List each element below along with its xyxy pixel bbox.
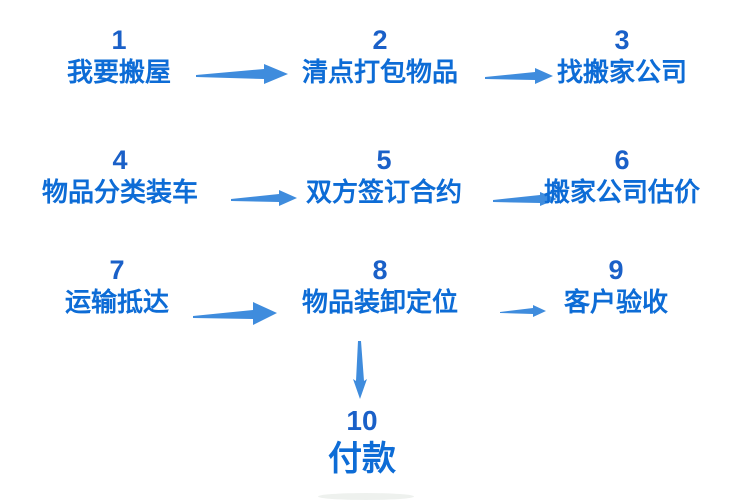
right-arrow-icon (493, 192, 557, 206)
step-label: 物品装卸定位 (301, 287, 459, 317)
flow-step-8: 8 物品装卸定位 (302, 254, 458, 317)
flow-step-1: 1 我要搬屋 (67, 24, 171, 87)
flow-step-5: 5 双方签订合约 (306, 144, 462, 207)
step-number: 8 (372, 255, 388, 285)
step-number: 6 (614, 145, 630, 175)
flow-step-7: 7 运输抵达 (65, 254, 169, 317)
step-number: 1 (111, 25, 127, 55)
step-label: 付款 (328, 440, 396, 478)
step-label: 运输抵达 (64, 287, 170, 317)
right-arrow-icon (231, 190, 297, 206)
step-number: 5 (376, 145, 392, 175)
down-arrow-icon (353, 341, 367, 399)
step-label: 找搬家公司 (556, 57, 688, 87)
step-label: 物品分类装车 (41, 177, 199, 207)
step-label: 搬家公司估价 (543, 177, 701, 207)
step-label: 清点打包物品 (301, 57, 459, 87)
flow-step-2: 2 清点打包物品 (302, 24, 458, 87)
step-label: 双方签订合约 (305, 177, 463, 207)
step-label: 客户验收 (563, 287, 669, 317)
flow-step-10: 10 付款 (328, 404, 396, 479)
cropped-bottom-artifact (318, 493, 414, 500)
step-number: 3 (614, 25, 630, 55)
right-arrow-icon (485, 68, 553, 84)
flow-step-4: 4 物品分类装车 (42, 144, 198, 207)
right-arrow-icon (193, 302, 277, 325)
step-number: 7 (109, 255, 125, 285)
step-number: 10 (346, 405, 378, 436)
step-label: 我要搬屋 (66, 57, 172, 87)
right-arrow-icon (500, 305, 546, 317)
step-number: 9 (608, 255, 624, 285)
right-arrow-icon (196, 64, 288, 84)
flow-step-6: 6 搬家公司估价 (544, 144, 700, 207)
flow-step-3: 3 找搬家公司 (557, 24, 687, 87)
step-number: 4 (112, 145, 128, 175)
step-number: 2 (372, 25, 388, 55)
flow-step-9: 9 客户验收 (564, 254, 668, 317)
